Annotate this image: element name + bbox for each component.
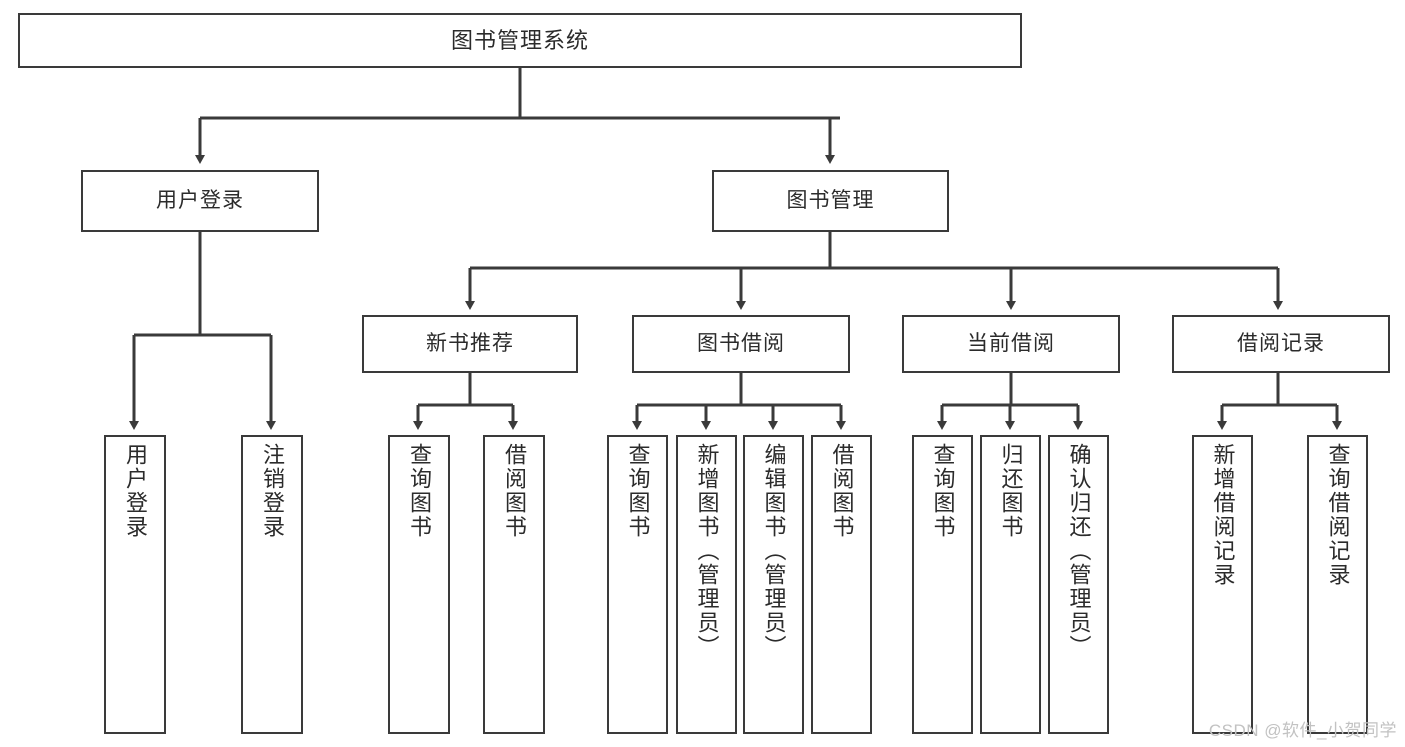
node-leaf-borrow-book-1[interactable]: 借阅图书 — [483, 435, 545, 734]
node-root[interactable]: 图书管理系统 — [18, 13, 1022, 68]
node-new-book-recommend-label: 新书推荐 — [426, 331, 514, 355]
node-leaf-query-record[interactable]: 查询借阅记录 — [1307, 435, 1368, 734]
node-book-manage-label: 图书管理 — [786, 188, 875, 212]
node-leaf-add-book-label: 新增图书（管理员） — [694, 443, 720, 659]
node-leaf-query-book-2[interactable]: 查询图书 — [607, 435, 668, 734]
node-leaf-confirm-return[interactable]: 确认归还（管理员） — [1048, 435, 1109, 734]
node-current-borrow[interactable]: 当前借阅 — [902, 315, 1120, 373]
node-leaf-add-record[interactable]: 新增借阅记录 — [1192, 435, 1253, 734]
node-leaf-borrow-book-2-label: 借阅图书 — [829, 443, 855, 539]
node-book-borrow-label: 图书借阅 — [697, 331, 785, 355]
node-book-borrow[interactable]: 图书借阅 — [632, 315, 850, 373]
node-user-login-label: 用户登录 — [156, 188, 244, 212]
node-current-borrow-label: 当前借阅 — [967, 331, 1055, 355]
node-leaf-edit-book-label: 编辑图书（管理员） — [761, 443, 787, 659]
node-leaf-query-book-3[interactable]: 查询图书 — [912, 435, 973, 734]
node-leaf-user-logout-label: 注销登录 — [260, 443, 285, 539]
node-root-label: 图书管理系统 — [450, 27, 589, 53]
node-leaf-query-book-1[interactable]: 查询图书 — [388, 435, 450, 734]
node-leaf-add-book[interactable]: 新增图书（管理员） — [676, 435, 737, 734]
node-new-book-recommend[interactable]: 新书推荐 — [362, 315, 578, 373]
node-leaf-user-logout[interactable]: 注销登录 — [241, 435, 303, 734]
node-leaf-edit-book[interactable]: 编辑图书（管理员） — [743, 435, 804, 734]
node-leaf-borrow-book-1-label: 借阅图书 — [502, 443, 527, 539]
node-borrow-record-label: 借阅记录 — [1237, 331, 1325, 355]
node-book-manage[interactable]: 图书管理 — [712, 170, 949, 232]
node-borrow-record[interactable]: 借阅记录 — [1172, 315, 1390, 373]
node-leaf-query-book-1-label: 查询图书 — [407, 443, 432, 539]
node-user-login[interactable]: 用户登录 — [81, 170, 319, 232]
node-leaf-user-login[interactable]: 用户登录 — [104, 435, 166, 734]
node-leaf-user-login-label: 用户登录 — [123, 443, 148, 539]
node-leaf-confirm-return-label: 确认归还（管理员） — [1066, 443, 1092, 659]
node-leaf-query-book-2-label: 查询图书 — [625, 443, 651, 539]
node-leaf-borrow-book-2[interactable]: 借阅图书 — [811, 435, 872, 734]
node-leaf-return-book[interactable]: 归还图书 — [980, 435, 1041, 734]
node-leaf-query-record-label: 查询借阅记录 — [1325, 443, 1351, 587]
node-leaf-return-book-label: 归还图书 — [998, 443, 1024, 539]
node-leaf-query-book-3-label: 查询图书 — [930, 443, 956, 539]
node-leaf-add-record-label: 新增借阅记录 — [1210, 443, 1236, 587]
